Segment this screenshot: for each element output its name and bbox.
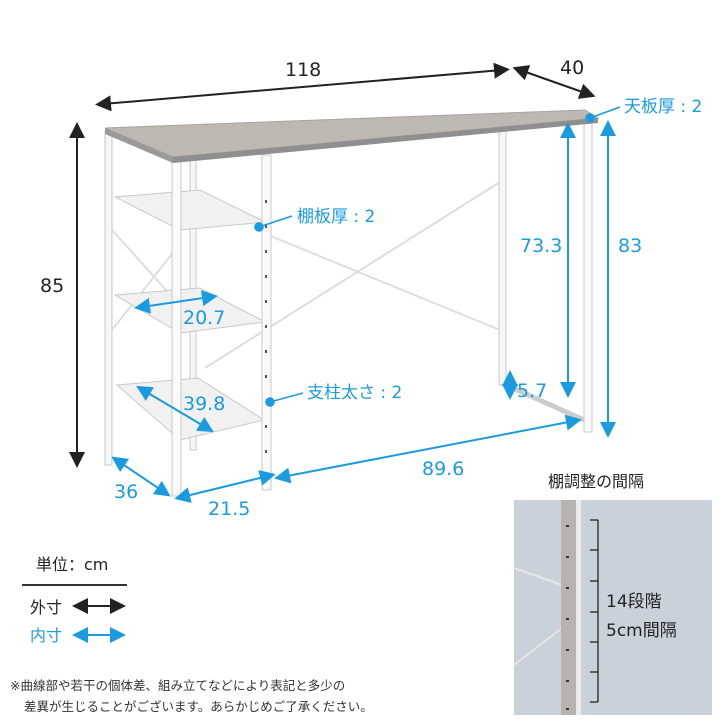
- width-arrow: [95, 62, 510, 112]
- shelf-width-label: 39.8: [183, 393, 225, 415]
- shelf-depth-label: 20.7: [183, 307, 225, 329]
- pole-holes: [265, 200, 267, 453]
- inset-steps: 14段階: [606, 592, 662, 612]
- crossbar-height-label: 5.7: [517, 380, 547, 402]
- legend-outer-label: 外寸: [30, 598, 62, 617]
- clearance-height-label: 73.3: [520, 235, 562, 257]
- callout-lines: [254, 106, 621, 407]
- pole-thickness-callout: 支柱太さ : 2: [307, 383, 402, 403]
- shelf-thickness-callout: 棚板厚 : 2: [297, 207, 375, 227]
- top-thickness-callout: 天板厚 : 2: [624, 97, 702, 117]
- shelf-adjust-inset: [513, 500, 712, 715]
- desk-illustration: [104, 109, 600, 497]
- height-right-label: 83: [618, 235, 642, 257]
- inset-title: 棚調整の間隔: [548, 472, 644, 491]
- shelf-unit-width-label: 21.5: [208, 498, 250, 520]
- side-depth-label: 36: [114, 481, 138, 503]
- depth-arrow: [512, 65, 596, 99]
- width-label: 118: [285, 59, 321, 81]
- inset-interval: 5cm間隔: [606, 621, 677, 641]
- unit-label: 単位：cm: [36, 555, 108, 574]
- disclaimer-line-2: 差異が生じることがございます。あらかじめご了承ください。: [24, 699, 373, 714]
- disclaimer-line-1: ※曲線部や若干の個体差、組み立てなどにより表記と多少の: [10, 678, 345, 693]
- legend-inner-label: 内寸: [30, 626, 62, 645]
- height-label: 85: [40, 275, 64, 297]
- depth-label: 40: [560, 57, 584, 79]
- clearance-width-label: 89.6: [422, 458, 464, 480]
- inner-dimensions: [111, 120, 616, 503]
- outer-dimensions: [69, 62, 596, 468]
